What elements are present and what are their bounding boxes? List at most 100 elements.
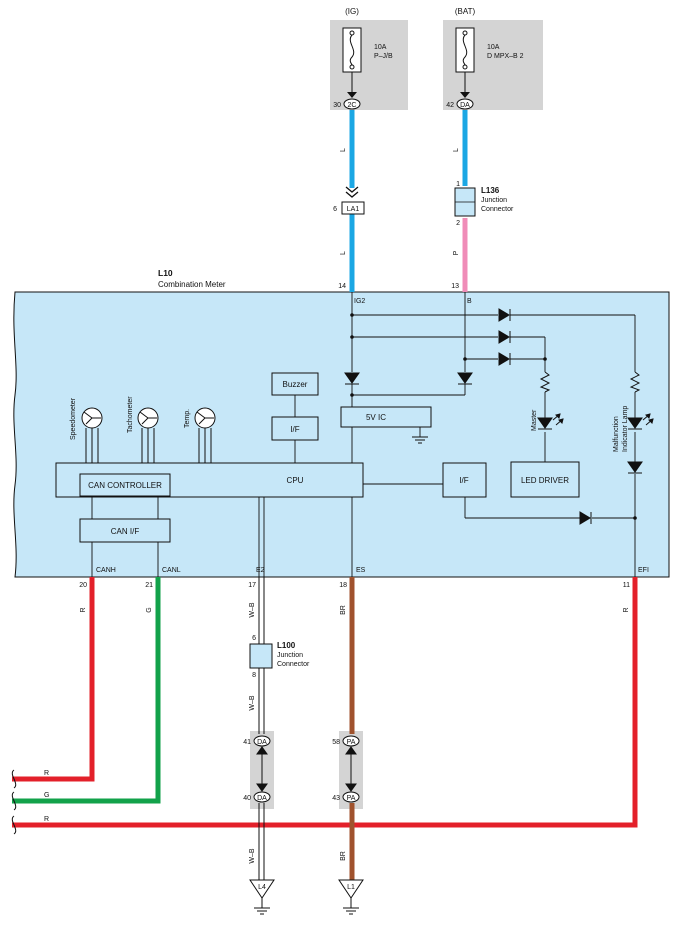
chevron-down-icon [345,186,359,198]
connector-pa-58-label: PA [347,739,356,746]
led-mil-icon [627,413,654,430]
pin-name-efi: EFI [638,567,649,574]
fuse-box-ig [330,20,408,110]
if-right-label: I/F [459,476,468,485]
ic5v-label: 5V IC [366,413,386,422]
wire-r-efi [12,577,638,828]
pin-30: 30 [333,102,341,109]
arrow-ig-icon [347,92,357,98]
can-if-box [79,518,171,543]
label-mil-2: Indicator Lamp [622,406,629,452]
led-driver-label: LED DRIVER [521,476,569,485]
fuse-ig-source: (IG) [345,7,359,16]
wire-label-r-efi: R [623,607,630,612]
pin-14: 14 [338,283,346,290]
ground-l4-label: L4 [258,884,266,891]
pin-11: 11 [623,582,630,589]
ground-l1-icon [338,879,364,915]
l100-id: L100 [277,641,296,650]
diode-icon [344,308,643,525]
wire-label-l-bat: L [453,148,460,152]
connector-2c-label: 2C [348,102,357,109]
label-speedometer: Speedometer [70,397,77,440]
wire-label-p: P [453,250,460,255]
fuse-bat-icon [455,27,475,94]
pin-name-es: ES [356,567,366,574]
buzzer-box [271,372,319,396]
connector-da-40 [253,791,271,803]
wire-label-l-ig: L [340,148,347,152]
wire-label-wb-3: W–B [249,848,256,864]
pin-42: 42 [446,102,454,109]
fuse-ig-rating: 10A [374,44,387,51]
wire-label-r-left2: R [44,816,49,823]
label-mil-1: Malfunction [613,416,620,452]
pin-name-ig2: IG2 [354,298,365,305]
connector-da-top-label: DA [460,102,470,109]
connector-la1-label: LA1 [347,206,360,213]
l100-pin-top: 6 [252,635,256,642]
connector-la1 [341,201,365,215]
resistor-icon [539,371,641,393]
pin-20: 20 [79,582,87,589]
pin-43: 43 [332,795,340,802]
wire-r-canh [12,577,95,782]
wire-label-wb-2: W–B [249,695,256,711]
if-box-right [442,462,487,498]
connector-pa-58 [342,735,360,747]
fuse-ig-icon [342,27,362,94]
can-controller-label: CAN CONTROLLER [88,481,162,490]
wire-label-r-left1: R [44,770,49,777]
gauge-icon [81,407,216,463]
l100-pin-bottom: 8 [252,672,256,679]
led-master-icon [537,413,564,430]
connector-da-41 [253,735,271,747]
connector-2c [343,98,361,110]
l136-id: L136 [481,186,500,195]
pin-name-b: B [467,298,472,305]
wire-label-r-canh: R [80,607,87,612]
pin-name-canl: CANL [162,567,181,574]
buzzer-label: Buzzer [283,380,308,389]
l136-pin-top: 1 [456,181,460,188]
pin-40: 40 [243,795,251,802]
connector-pa-43-label: PA [347,795,356,802]
if-left-label: I/F [290,425,299,434]
connector-pa-43 [342,791,360,803]
if-box-left [271,416,319,441]
wire-label-br-1: BR [340,605,347,615]
arrow-bat-icon [460,92,470,98]
label-master: Master [531,409,538,431]
pin-41: 41 [243,739,251,746]
fuse-bat-source: (BAT) [455,7,476,16]
wire-wb [258,577,265,880]
double-arrow-icon [345,746,357,792]
wire-label-l-ig2: L [340,251,347,255]
connector-da-top [456,98,474,110]
wire-label-br-2: BR [340,851,347,861]
pin-58: 58 [332,739,340,746]
junction-dots [350,313,637,520]
wire-label-g-left: G [44,792,49,799]
meter-name: Combination Meter [158,280,226,289]
label-tachometer: Tachometer [127,396,134,433]
fuse-bat-rating: 10A [487,44,500,51]
fuse-bat-name: D MPX–B 2 [487,53,524,60]
l100-line2: Connector [277,661,310,668]
wire-label-wb-1: W–B [249,602,256,618]
led-driver-box [510,461,580,498]
ic5v-box [340,406,432,428]
fuse-ig-name: P–J/B [374,53,393,60]
pin-name-canh: CANH [96,567,116,574]
connector-da-41-label: DA [257,739,267,746]
double-arrow-icon [256,746,268,792]
ground-l4-icon [249,879,275,915]
connector-da-40-label: DA [257,795,267,802]
wire-g-canl [12,577,161,804]
wire-break-icon [11,769,17,835]
can-if-label: CAN I/F [111,527,140,536]
cpu-label: CPU [287,476,304,485]
pin-name-e2: E2 [256,567,265,574]
pin-18: 18 [339,582,347,589]
